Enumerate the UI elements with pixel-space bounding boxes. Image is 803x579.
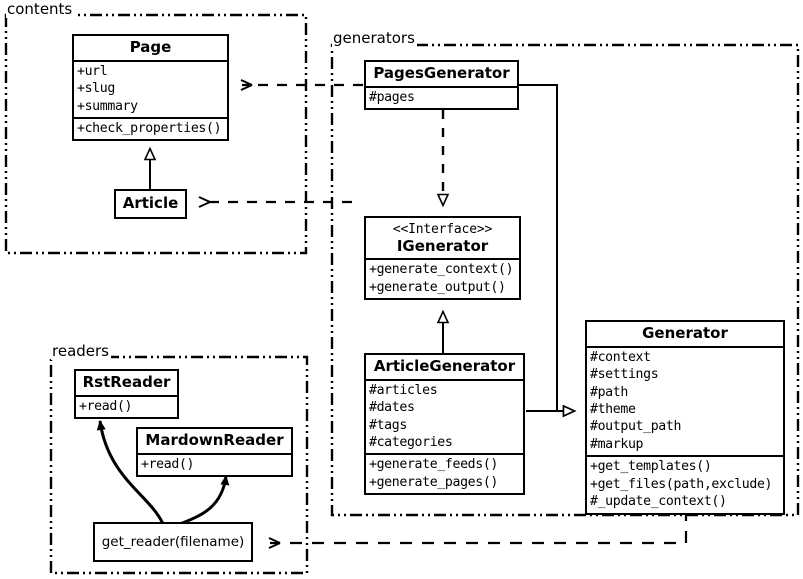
package-label-readers: readers [51,342,111,360]
class-name-articlegenerator: ArticleGenerator [373,357,516,375]
stereotype-label-igenerator: <<Interface>> [392,222,493,237]
method-row: +check_properties() [77,121,222,137]
methods-compartment-page: +check_properties() [74,117,227,139]
attribute-row: #path [590,384,628,400]
attributes-compartment-pagesgenerator: #pages [366,85,517,108]
attribute-row: #tags [369,417,407,433]
function-box-get-reader[interactable]: get_reader(filename) [93,522,253,562]
class-box-igenerator[interactable]: <<Interface>> IGenerator +generate_conte… [364,216,521,301]
rel-pagesgenerator-to-generator [519,84,574,411]
attribute-row: #pages [369,89,415,105]
method-row: #_update_context() [590,494,727,510]
attribute-row: #output_path [590,419,682,435]
attribute-row: #articles [369,382,438,398]
class-box-pagesgenerator[interactable]: PagesGenerator #pages [364,60,519,111]
class-name-generator: Generator [642,324,728,342]
methods-compartment-mardownreader: +read() [138,452,291,475]
methods-compartment-generator: +get_templates() +get_files(path,exclude… [587,455,783,512]
attributes-compartment-generator: #context #settings #path #theme #output_… [587,345,783,456]
attribute-row: #dates [369,400,415,416]
class-name-article: Article [122,194,179,212]
attribute-row: +slug [77,81,115,97]
class-name-rstreader: RstReader [82,373,171,391]
class-name-mardownreader: MardownReader [145,431,284,449]
class-box-generator[interactable]: Generator #context #settings #path #them… [585,320,785,515]
class-box-mardownreader[interactable]: MardownReader +read() [136,427,293,478]
method-row: +read() [79,398,133,414]
method-row: +generate_output() [369,279,506,295]
class-name-page: Page [129,38,172,56]
package-label-contents: contents [6,0,75,18]
class-box-page[interactable]: Page +url +slug +summary +check_properti… [72,34,229,142]
method-row: +generate_feeds() [369,457,499,473]
attributes-compartment-page: +url +slug +summary [74,59,227,117]
methods-compartment-articlegenerator: +generate_feeds() +generate_pages() [366,453,523,493]
class-name-igenerator: IGenerator [396,236,489,255]
method-row: +get_files(path,exclude) [590,476,773,492]
attribute-row: +url [77,63,108,79]
method-row: +generate_context() [369,262,514,278]
methods-compartment-rstreader: +read() [76,394,177,417]
method-row: +get_templates() [590,459,712,475]
attribute-row: #theme [590,402,636,418]
attribute-row: #markup [590,436,644,452]
class-box-rstreader[interactable]: RstReader +read() [74,369,179,420]
class-header-igenerator: <<Interface>> IGenerator [366,218,519,258]
method-row: +generate_pages() [369,474,499,490]
attribute-row: +summary [77,98,138,114]
class-box-article[interactable]: Article [114,189,187,219]
function-label-get-reader: get_reader(filename) [101,534,245,550]
attribute-row: #categories [369,435,453,451]
package-label-generators: generators [332,29,417,47]
class-name-pagesgenerator: PagesGenerator [373,64,510,82]
method-row: +read() [141,456,195,472]
attribute-row: #context [590,349,651,365]
attributes-compartment-articlegenerator: #articles #dates #tags #categories [366,378,523,454]
attribute-row: #settings [590,367,659,383]
rel-getreader-to-mardownreader [179,475,230,526]
methods-compartment-igenerator: +generate_context() +generate_output() [366,258,519,298]
class-box-articlegenerator[interactable]: ArticleGenerator #articles #dates #tags … [364,353,525,496]
